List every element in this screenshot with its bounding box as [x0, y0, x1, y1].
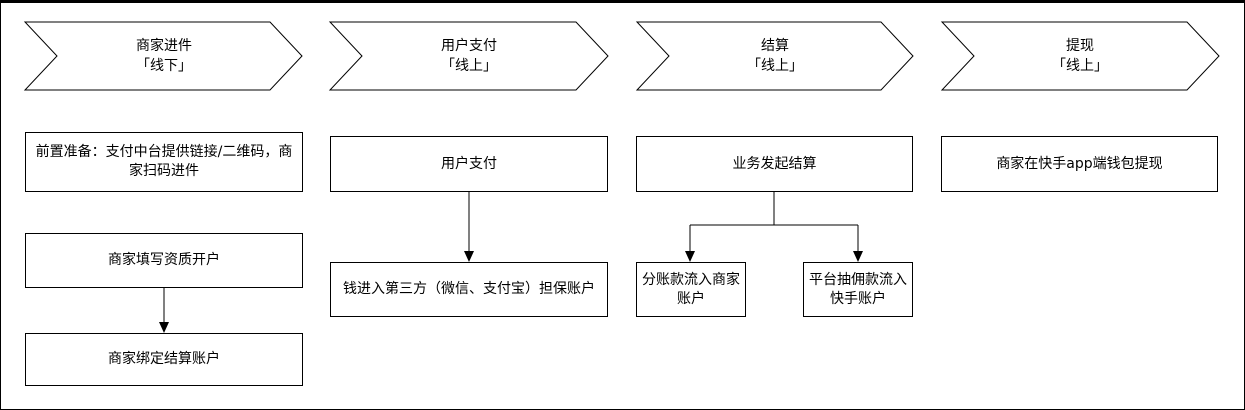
step-escrow: 钱进入第三方（微信、支付宝）担保账户 — [330, 262, 608, 317]
step-split-to-merchant-text: 分账款流入商家账户 — [642, 271, 740, 307]
stage-label-withdraw: 提现 「线上」 — [980, 36, 1180, 76]
step-prep-text: 前置准备：支付中台提供链接/二维码，商家扫码进件 — [35, 144, 293, 179]
step-withdraw: 商家在快手app端钱包提现 — [941, 136, 1218, 192]
step-escrow-text: 钱进入第三方（微信、支付宝）担保账户 — [343, 281, 595, 297]
stage-mode: 「线下」 — [136, 58, 192, 74]
stage-label-settlement: 结算 「线上」 — [675, 36, 875, 76]
arrow-pay-to-escrow — [464, 192, 474, 262]
stage-mode: 「线上」 — [747, 58, 803, 74]
step-user-pay-text: 用户支付 — [441, 155, 497, 172]
stage-label-payment: 用户支付 「线上」 — [369, 36, 569, 76]
stage-chevron-payment — [328, 21, 609, 91]
stage-chevron-onboarding — [23, 21, 303, 91]
stage-title: 商家进件 — [136, 38, 192, 54]
stage-title: 用户支付 — [441, 38, 497, 54]
stage-label-onboarding: 商家进件 「线下」 — [64, 36, 264, 76]
stage-chevron-settlement — [635, 21, 914, 91]
step-fill-account: 商家填写资质开户 — [25, 233, 303, 288]
step-user-pay: 用户支付 — [330, 136, 608, 192]
stage-title: 结算 — [761, 38, 789, 54]
step-commission-text: 平台抽佣款流入快手账户 — [809, 271, 907, 307]
step-start-settle-text: 业务发起结算 — [732, 155, 817, 172]
top-border — [0, 0, 1245, 3]
arrow-fill-to-bind — [159, 288, 169, 333]
stage-chevron-withdraw — [940, 21, 1220, 91]
stage-title: 提现 — [1066, 38, 1094, 54]
step-bind-account-text: 商家绑定结算账户 — [108, 351, 220, 367]
step-fill-account-text: 商家填写资质开户 — [108, 252, 220, 268]
stage-mode: 「线上」 — [441, 58, 497, 74]
step-prep: 前置准备：支付中台提供链接/二维码，商家扫码进件 — [25, 132, 303, 192]
step-commission: 平台抽佣款流入快手账户 — [803, 262, 913, 317]
step-start-settle: 业务发起结算 — [636, 136, 913, 192]
step-withdraw-text: 商家在快手app端钱包提现 — [996, 155, 1163, 172]
arrow-settle-split — [685, 192, 863, 262]
step-split-to-merchant: 分账款流入商家账户 — [636, 262, 746, 317]
stage-mode: 「线上」 — [1052, 58, 1108, 74]
step-bind-account: 商家绑定结算账户 — [25, 333, 303, 386]
